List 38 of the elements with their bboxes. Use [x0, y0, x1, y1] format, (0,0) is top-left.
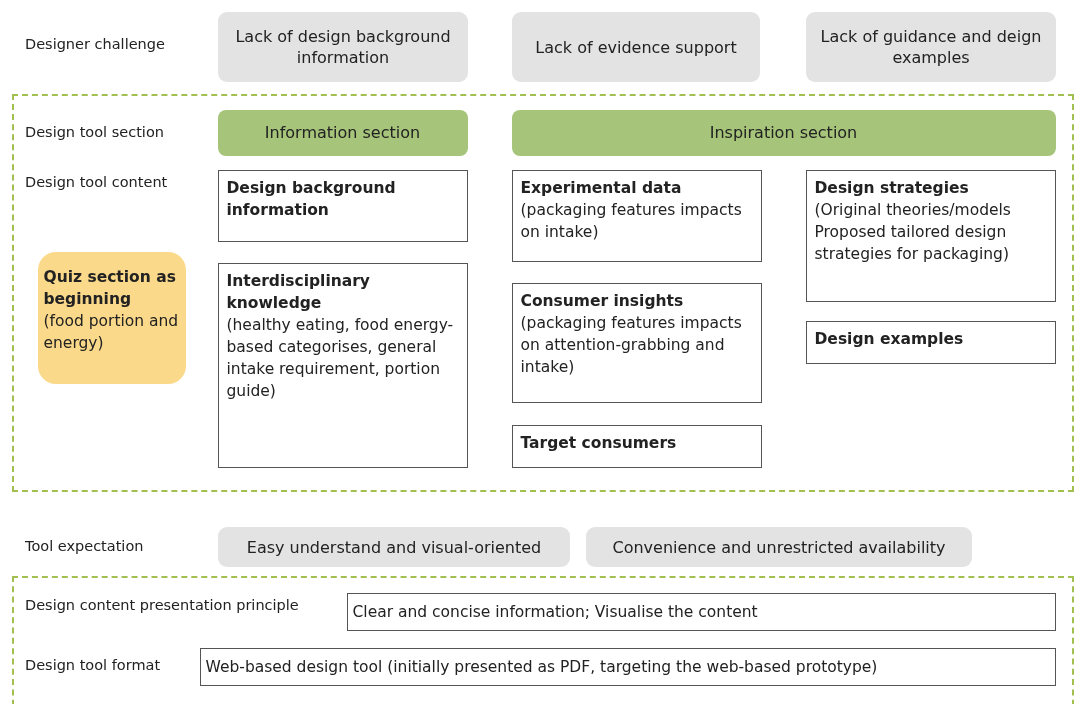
content-box: [217, 169, 468, 242]
content-box: [511, 282, 762, 403]
content-box: [805, 169, 1056, 302]
box-heading: Target consumers: [520, 432, 678, 454]
box-heading: Quiz section as beginning: [43, 266, 177, 310]
content-box: Web-based design tool (initially presented as PDF, targeting the web-based prototype): [199, 647, 1056, 686]
row-label: Design tool format: [25, 657, 161, 673]
box-text: (packaging features impacts on intake): [520, 199, 743, 243]
content-box: [511, 424, 762, 468]
box-heading: Experimental data: [520, 177, 683, 199]
box-heading: Design strategies: [814, 177, 970, 199]
dashed-region: [12, 576, 1074, 704]
challenge-box: Lack of design background information: [218, 12, 468, 82]
challenge-box: Lack of evidence support: [512, 12, 760, 82]
box-text: (Original theories/models Proposed tailored design strategies for packaging): [814, 199, 1012, 265]
box-text: (packaging features impacts on attention-grabbing and intake): [520, 312, 743, 378]
box-heading: Design examples: [814, 328, 965, 350]
row-label: Design content presentation principle: [25, 597, 299, 613]
row-label: Design tool content: [25, 174, 168, 190]
content-box: [217, 262, 468, 468]
box-heading: Consumer insights: [520, 290, 685, 312]
content-box: [511, 169, 762, 262]
row-label: Tool expectation: [25, 538, 144, 554]
expectation-box: Convenience and unrestricted availability: [586, 527, 972, 567]
row-label: Designer challenge: [25, 36, 165, 52]
expectation-box: Easy understand and visual-oriented: [218, 527, 570, 567]
box-heading: Interdisciplinary knowledge: [226, 270, 371, 314]
box-heading: Design background information: [226, 177, 397, 221]
section-header: Inspiration section: [511, 109, 1056, 156]
box-text: (healthy eating, food energy-based categorises, general intake requirement, portion guide): [226, 314, 455, 402]
quiz-box: [37, 251, 186, 384]
dashed-region: [12, 94, 1074, 492]
section-header: Information section: [217, 109, 468, 156]
box-text: (food portion and energy): [43, 310, 180, 354]
content-box: Clear and concise information; Visualise the content: [346, 592, 1056, 631]
content-box: [805, 320, 1056, 364]
row-label: Design tool section: [25, 124, 164, 140]
challenge-box: Lack of guidance and deign examples: [806, 12, 1056, 82]
